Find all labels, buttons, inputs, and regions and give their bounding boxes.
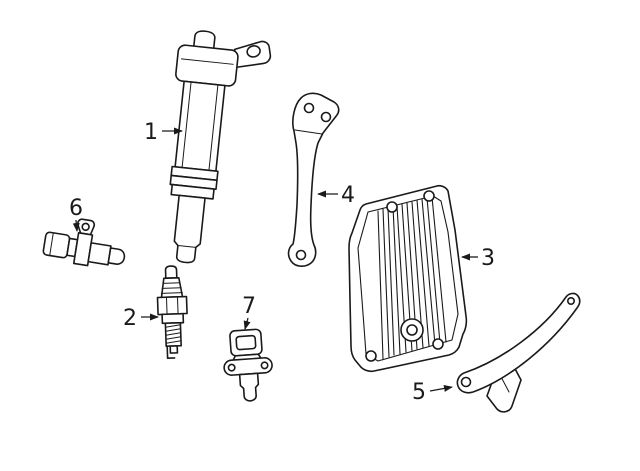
callout-7-label: 7 <box>242 294 256 319</box>
plug-shell <box>161 312 185 325</box>
upper-bracket-bend-line <box>294 129 323 135</box>
plug-hex-nut <box>156 295 188 316</box>
ecm-connector-boss-inner <box>406 324 418 336</box>
plug-center-electrode <box>169 345 179 354</box>
callout-3-label: 3 <box>481 246 495 271</box>
plug-insulator-ribs <box>160 282 183 294</box>
callout-6[interactable]: 6 <box>69 196 83 232</box>
coil-head <box>175 44 239 87</box>
sensor7-probe <box>238 372 260 402</box>
sensor7-ear-hole-right <box>260 361 269 370</box>
plug-terminal <box>164 265 178 280</box>
sensor6-flange <box>72 231 94 267</box>
sensor6-probe-tip <box>107 247 126 265</box>
coil-connector-hole <box>246 45 261 58</box>
callout-2[interactable]: 2 <box>123 306 159 331</box>
ecm-mount-hole-top-right <box>423 190 435 202</box>
plug-hex-facets <box>165 296 179 315</box>
sensor6-body <box>87 242 112 266</box>
callout-4-label: 4 <box>341 183 355 208</box>
ecm-inner-panel <box>357 195 459 362</box>
callout-7[interactable]: 7 <box>242 294 256 330</box>
plug-ground-electrode <box>166 345 176 360</box>
plug-threads <box>165 324 182 344</box>
callout-5-label: 5 <box>412 380 426 405</box>
sensor7-connector <box>229 328 263 357</box>
coil-body-lines <box>181 81 219 171</box>
upper-bracket-outline <box>287 92 340 267</box>
coil-head-line <box>180 58 234 65</box>
coil-top-nipple <box>192 30 216 50</box>
sensor6-connector <box>42 231 71 259</box>
upper-bracket-drawing <box>287 92 340 267</box>
ignition-coil-drawing <box>169 30 272 264</box>
callout-7-arrow <box>243 317 251 330</box>
callout-6-arrow <box>72 219 80 232</box>
lower-bracket-drawing <box>456 292 581 413</box>
callout-1[interactable]: 1 <box>144 120 183 145</box>
callout-2-label: 2 <box>123 306 137 331</box>
engine-control-module-drawing <box>348 184 468 373</box>
callout-4[interactable]: 4 <box>317 183 355 208</box>
callout-5[interactable]: 5 <box>412 380 453 405</box>
sensor7-socket-opening <box>235 334 257 351</box>
lower-bracket-arm <box>456 292 581 394</box>
callouts: 1 2 3 4 5 6 7 <box>69 120 495 405</box>
ecm-fins <box>377 196 447 360</box>
upper-bracket-hole-2 <box>320 111 332 123</box>
sensor7-ear-hole-left <box>227 363 236 372</box>
spark-plug-drawing <box>156 265 188 360</box>
sensor-horizontal-drawing <box>42 218 126 267</box>
coil-body <box>174 80 226 172</box>
lower-bracket-hole-left <box>460 376 472 388</box>
ecm-mount-hole-bottom-left <box>365 350 377 362</box>
callout-5-arrow <box>429 384 453 392</box>
upper-bracket-hole-1 <box>303 102 315 114</box>
callout-1-label: 1 <box>144 120 158 145</box>
sensor-vertical-drawing <box>223 328 273 402</box>
upper-bracket-hole-3 <box>295 249 307 261</box>
coil-boot-line <box>177 245 197 248</box>
callout-3[interactable]: 3 <box>461 246 495 271</box>
callout-6-label: 6 <box>69 196 83 221</box>
sensor6-connector-line <box>49 232 54 257</box>
ecm-mount-hole-top-left <box>386 201 398 213</box>
ecm-mount-hole-bottom-right <box>432 338 444 350</box>
lower-bracket-hole-tip <box>566 296 575 305</box>
coil-boot <box>173 194 206 264</box>
sensor6-ear-hole <box>81 222 90 232</box>
